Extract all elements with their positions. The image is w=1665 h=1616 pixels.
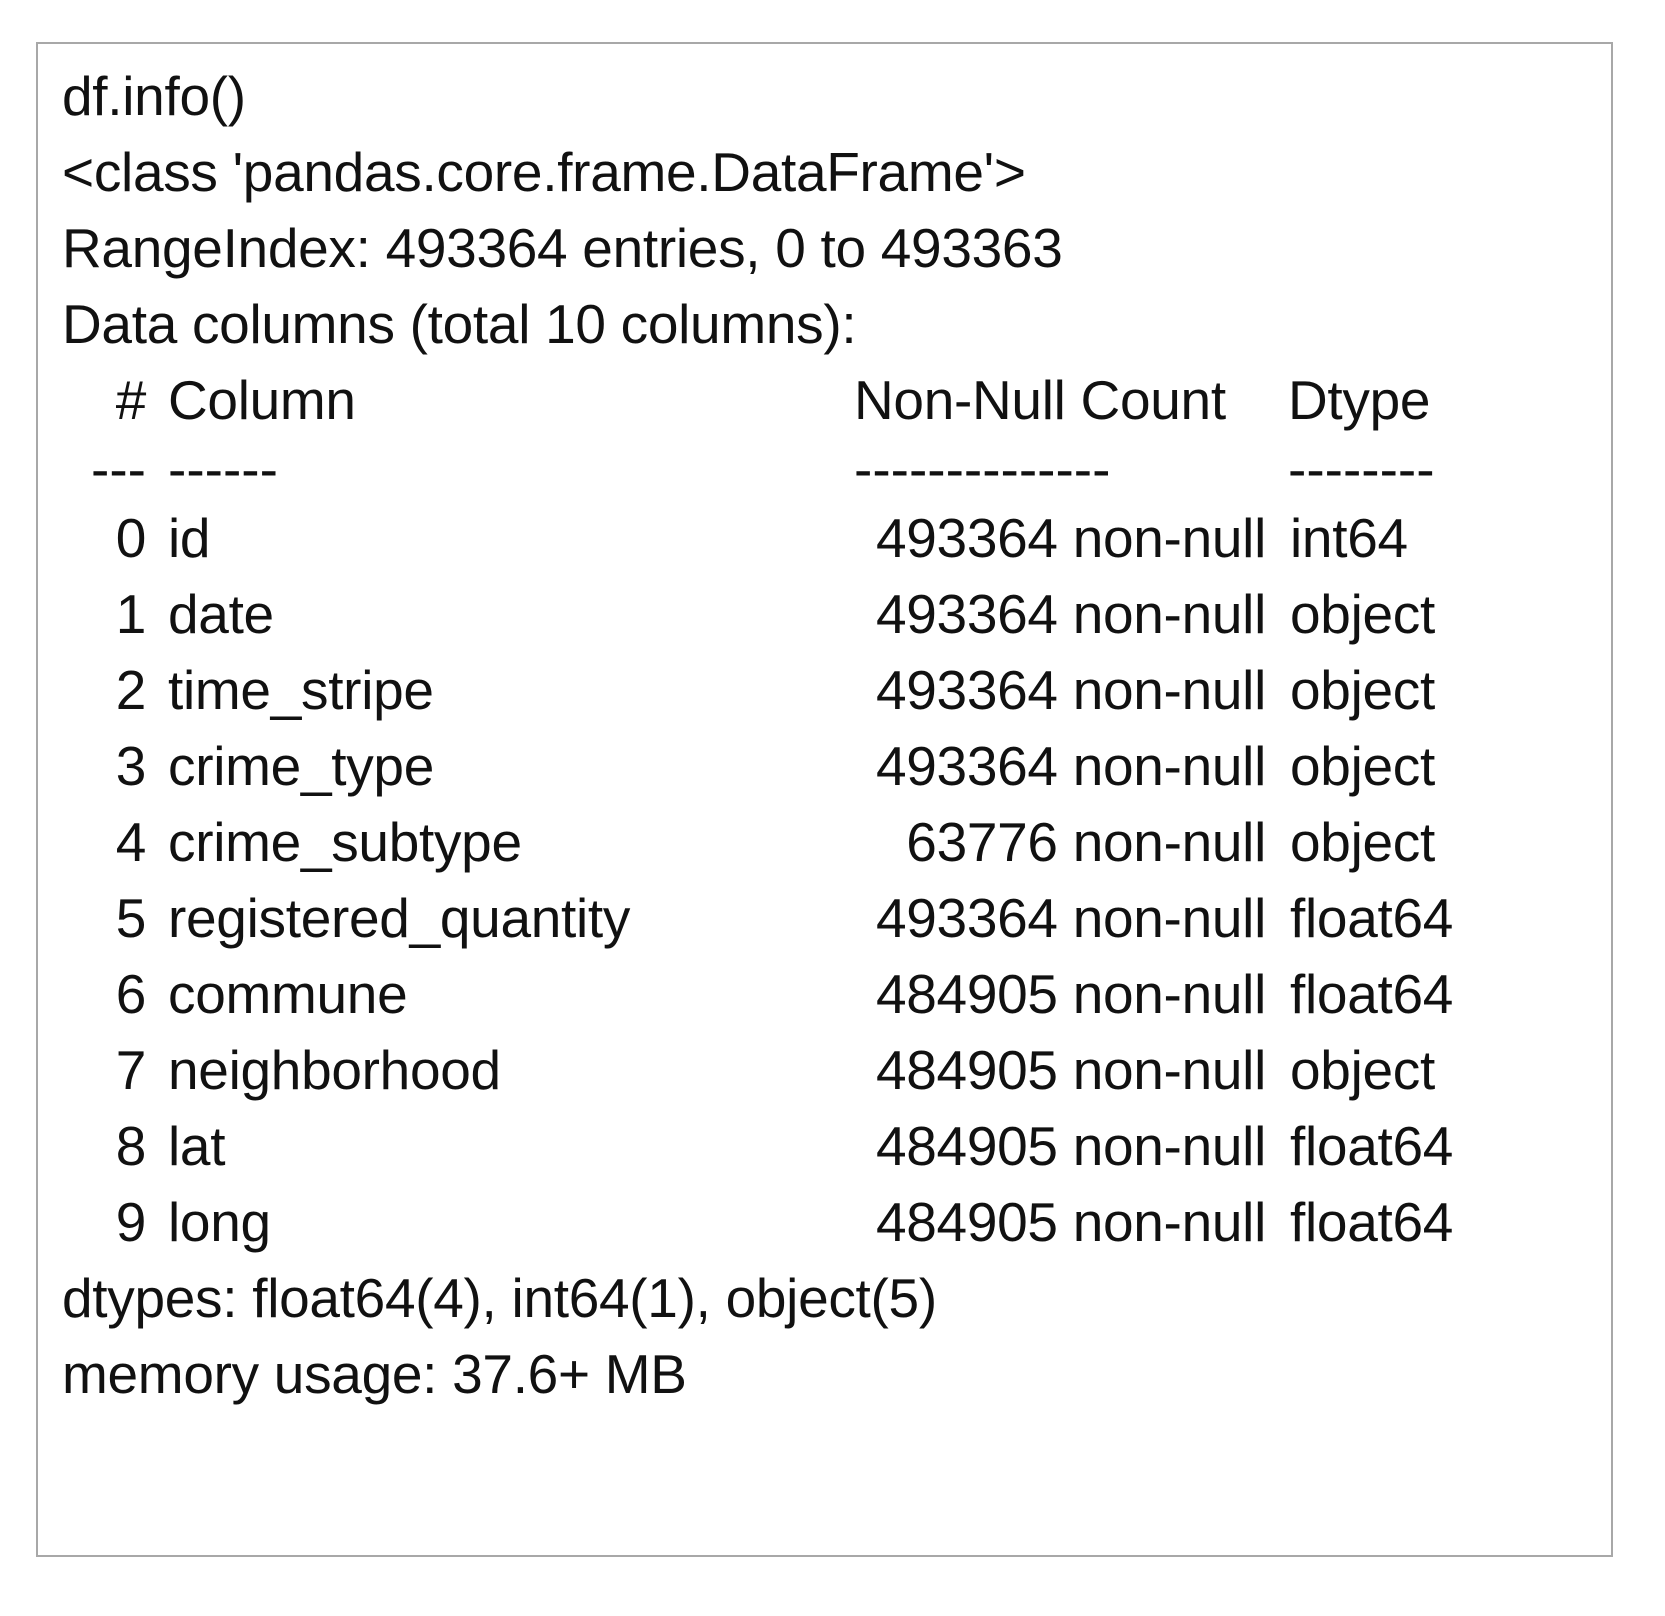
row-index: 2 [115, 659, 147, 721]
memory-usage-line: memory usage: 37.6+ MB [62, 1343, 687, 1405]
table-row: 1 date 493364 non-null object [62, 576, 1607, 652]
dtypes-summary-line: dtypes: float64(4), int64(1), object(5) [62, 1267, 937, 1329]
table-row: 5 registered_quantity 493364 non-null float… [62, 880, 1607, 956]
row-column-name: date [168, 583, 274, 645]
row-dtype: int64 [1290, 507, 1408, 569]
row-index: 9 [115, 1191, 147, 1253]
command-line: df.info() [62, 65, 246, 127]
row-index: 4 [115, 811, 147, 873]
row-non-null-count: 493364 non-null [875, 887, 1266, 949]
row-column-name: neighborhood [168, 1039, 501, 1101]
row-index: 8 [115, 1115, 147, 1177]
table-row: 4 crime_subtype 63776 non-null object [62, 804, 1607, 880]
rule-non-null-count: -------------- [854, 438, 1111, 500]
table-row: 2 time_stripe 493364 non-null object [62, 652, 1607, 728]
row-dtype: object [1290, 583, 1435, 645]
row-index: 1 [115, 583, 147, 645]
rule-column: ------ [168, 438, 278, 500]
row-index: 3 [115, 735, 147, 797]
row-column-name: lat [168, 1115, 226, 1177]
row-index: 5 [115, 887, 147, 949]
row-index: 6 [115, 963, 147, 1025]
row-dtype: float64 [1290, 1191, 1454, 1253]
row-index: 7 [115, 1039, 147, 1101]
dataframe-info-output-panel: df.info() <class 'pandas.core.frame.Data… [36, 42, 1613, 1557]
row-non-null-count: 484905 non-null [875, 1039, 1266, 1101]
row-dtype: float64 [1290, 963, 1454, 1025]
row-non-null-count: 484905 non-null [875, 1191, 1266, 1253]
row-column-name: long [168, 1191, 271, 1253]
row-dtype: object [1290, 1039, 1435, 1101]
row-non-null-count: 484905 non-null [875, 1115, 1266, 1177]
table-row: 9 long 484905 non-null float64 [62, 1184, 1607, 1260]
header-index: # [115, 369, 147, 431]
row-non-null-count: 484905 non-null [875, 963, 1266, 1025]
row-dtype: object [1290, 659, 1435, 721]
table-row: 3 crime_type 493364 non-null object [62, 728, 1607, 804]
column-table-rule: --- ------ -------------- -------- [62, 438, 1607, 500]
row-non-null-count: 493364 non-null [875, 659, 1266, 721]
table-row: 8 lat 484905 non-null float64 [62, 1108, 1607, 1184]
range-index-line: RangeIndex: 493364 entries, 0 to 493363 [62, 217, 1063, 279]
column-table-body: 0 id 493364 non-null int64 1 date 493364 non-n… [62, 500, 1607, 1260]
table-row: 6 commune 484905 non-null float64 [62, 956, 1607, 1032]
data-columns-line: Data columns (total 10 columns): [62, 293, 857, 355]
row-non-null-count: 493364 non-null [875, 507, 1266, 569]
rule-dtype: -------- [1288, 438, 1435, 500]
row-column-name: time_stripe [168, 659, 434, 721]
row-dtype: float64 [1290, 1115, 1454, 1177]
rule-index: --- [91, 438, 146, 500]
header-dtype: Dtype [1288, 369, 1431, 431]
row-column-name: crime_type [168, 735, 434, 797]
column-table-header: # Column Non-Null Count Dtype [62, 362, 1607, 438]
row-column-name: id [168, 507, 211, 569]
row-non-null-count: 493364 non-null [875, 735, 1266, 797]
row-dtype: object [1290, 735, 1435, 797]
row-non-null-count: 63776 non-null [906, 811, 1266, 873]
row-index: 0 [115, 507, 147, 569]
row-column-name: commune [168, 963, 408, 1025]
row-column-name: crime_subtype [168, 811, 522, 873]
row-non-null-count: 493364 non-null [875, 583, 1266, 645]
header-column: Column [168, 369, 356, 431]
table-row: 7 neighborhood 484905 non-null object [62, 1032, 1607, 1108]
class-line: <class 'pandas.core.frame.DataFrame'> [62, 141, 1026, 203]
header-non-null-count: Non-Null Count [854, 369, 1226, 431]
row-dtype: object [1290, 811, 1435, 873]
row-column-name: registered_quantity [168, 887, 631, 949]
info-text-block: df.info() <class 'pandas.core.frame.Data… [62, 58, 1607, 1412]
row-dtype: float64 [1290, 887, 1454, 949]
table-row: 0 id 493364 non-null int64 [62, 500, 1607, 576]
